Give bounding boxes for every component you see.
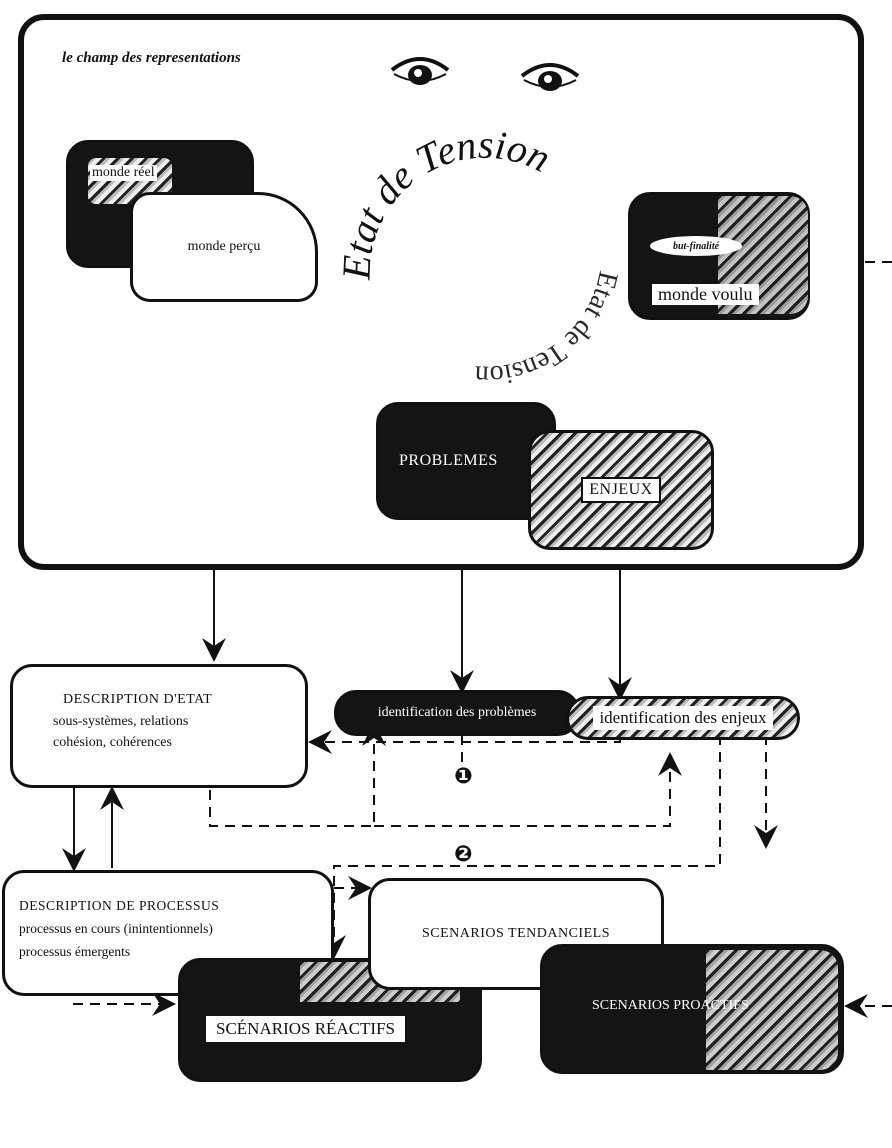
stakes-identification-label: identification des enjeux [593, 706, 773, 730]
state-description-line1: sous-systèmes, relations [53, 713, 189, 729]
perceived-world-label: monde perçu [187, 239, 261, 254]
state-description-title: DESCRIPTION D'ETAT [63, 692, 213, 707]
svg-text:Etat de Tension: Etat de Tension [474, 268, 623, 390]
trend-scenarios-label: SCENARIOS TENDANCIELS [422, 926, 610, 941]
tension-label: Etat de Tension [340, 122, 557, 282]
problem-identification-box: identification des problèmes [334, 690, 580, 736]
state-description-line2: cohésion, cohérences [53, 735, 172, 751]
left-eye-icon [390, 57, 450, 85]
stakes-box: ENJEUX [528, 430, 714, 550]
tension-label-mirror: Etat de Tension [474, 268, 623, 390]
process-description-line2: processus émergents [19, 943, 131, 959]
wanted-world-label: monde voulu [652, 284, 759, 305]
goal-tag: but-finalité [650, 236, 742, 256]
stakes-label: ENJEUX [581, 477, 661, 503]
marker-two: ❷ [454, 842, 473, 867]
problems-box: PROBLEMES [376, 402, 556, 520]
field-title: le champ des representations [62, 50, 241, 66]
marker-one: ❶ [454, 764, 473, 789]
reactive-scenarios-label: SCÉNARIOS RÉACTIFS [206, 1016, 406, 1042]
state-description-box: DESCRIPTION D'ETAT sous-systèmes, relati… [10, 664, 308, 788]
process-description-line1: processus en cours (inintentionnels) [19, 920, 213, 936]
process-description-title: DESCRIPTION DE PROCESSUS [19, 898, 220, 913]
problems-label: PROBLEMES [399, 452, 498, 469]
problem-identification-label: identification des problèmes [377, 705, 537, 720]
right-eye-icon [520, 63, 580, 91]
svg-text:Etat de Tension: Etat de Tension [340, 122, 557, 282]
perceived-world-box: monde perçu [130, 192, 318, 302]
stakes-identification-box: identification des enjeux [566, 696, 800, 740]
real-world-label: monde réel [90, 165, 157, 181]
trend-scenarios-box: SCENARIOS TENDANCIELS [368, 878, 664, 990]
proactive-scenarios-texture [706, 950, 838, 1070]
tension-label-group: Etat de Tension Etat de Tension [340, 122, 624, 390]
proactive-scenarios-label: SCENARIOS PROACTIFS [592, 998, 749, 1013]
